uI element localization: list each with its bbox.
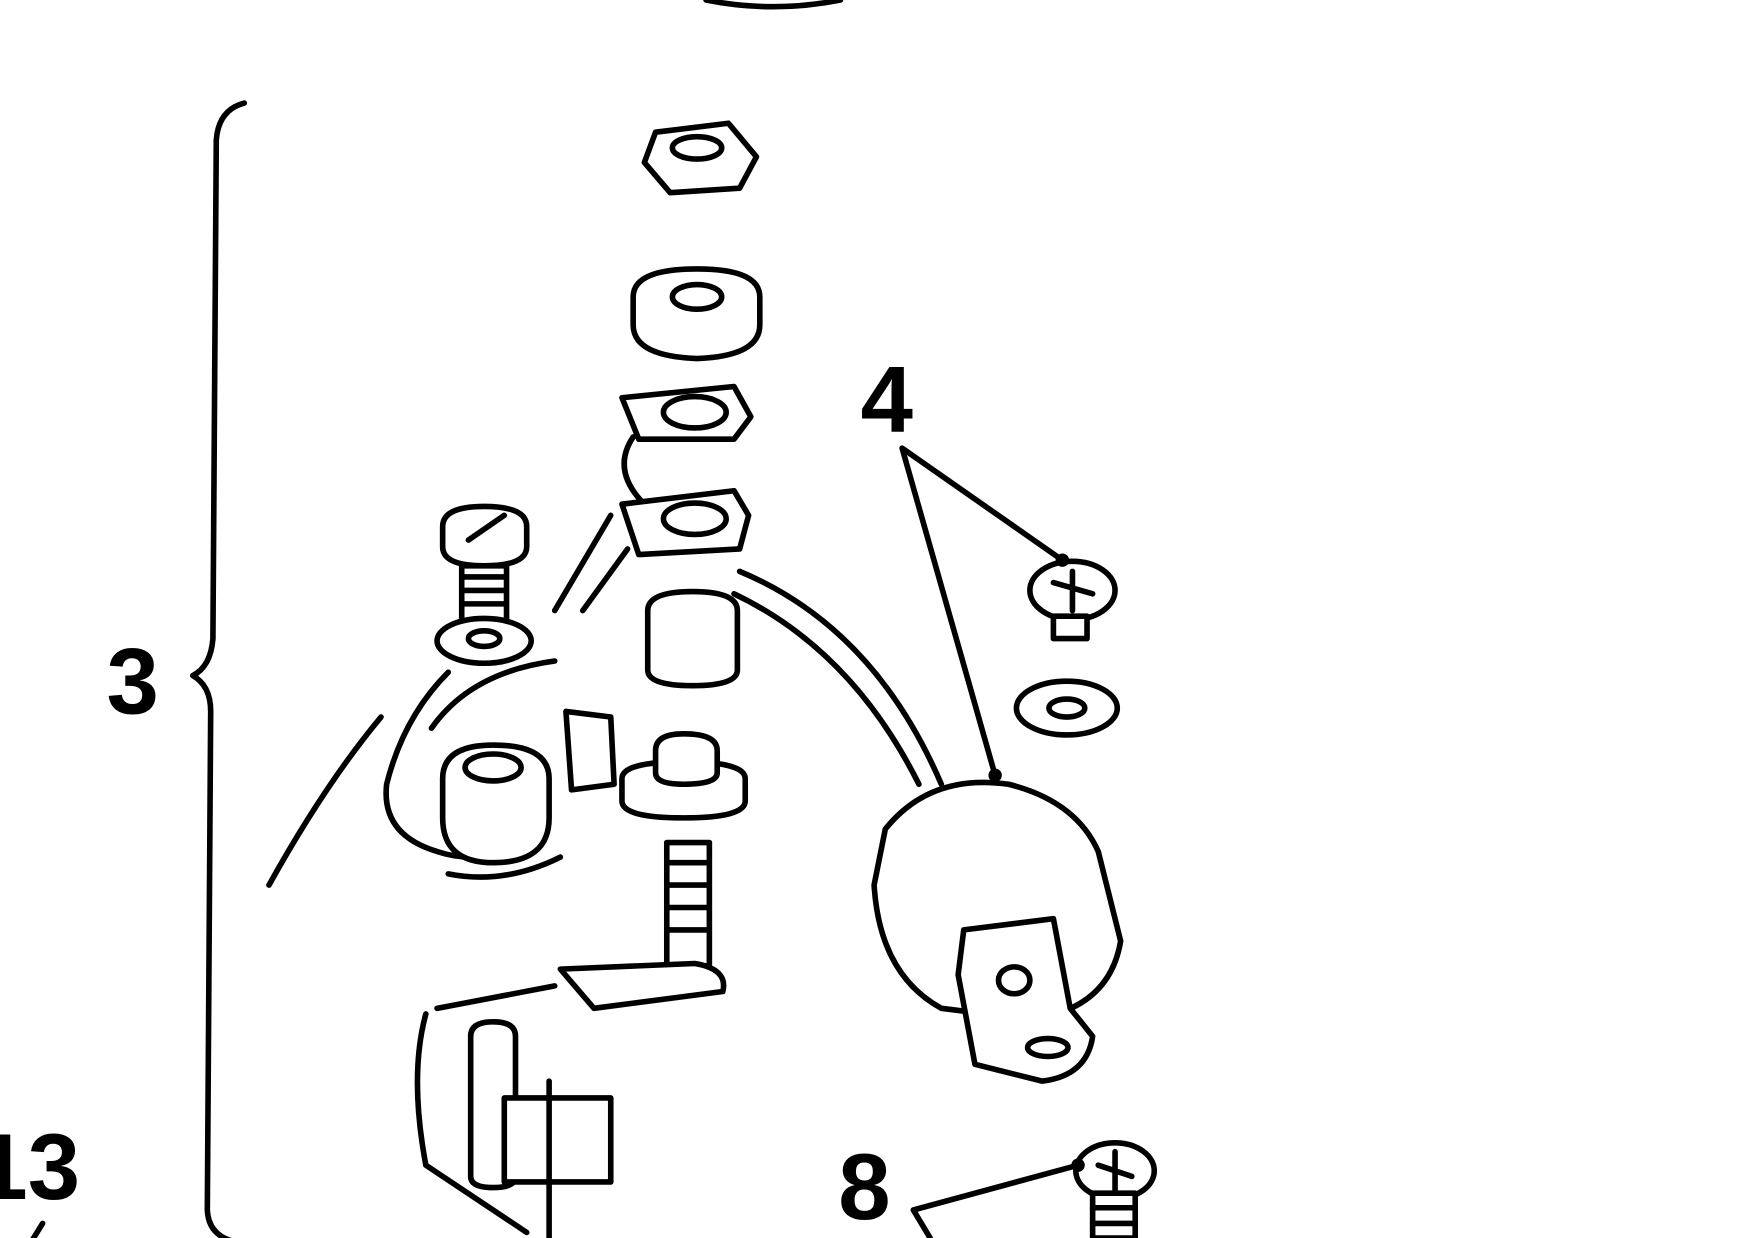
terminal-lug-lower	[551, 487, 752, 614]
spacer-sleeve	[644, 588, 741, 689]
leader-dot	[1055, 553, 1070, 567]
breaker-contact-arm	[266, 658, 617, 888]
screw-part-8	[1073, 1139, 1158, 1238]
condenser-washer	[1013, 678, 1121, 738]
part-3-bracket	[189, 100, 248, 1238]
top-part-edge	[703, 0, 844, 10]
label-part-13: 13	[0, 1114, 80, 1219]
label-part-4: 4	[861, 346, 913, 451]
insulating-bushing	[630, 266, 763, 362]
condenser-wire	[736, 568, 945, 788]
leader-dot	[988, 768, 1002, 783]
leader-line-13	[30, 1220, 46, 1238]
terminal-lug-upper	[619, 383, 754, 507]
condenser-wire-edge	[731, 590, 922, 788]
leader-line-4	[899, 445, 1066, 779]
leader-line-8	[910, 1162, 1081, 1238]
hex-nut	[641, 120, 760, 196]
stud-bracket	[414, 839, 727, 1238]
leader-dot	[1071, 1158, 1085, 1172]
condenser-screw	[1027, 558, 1118, 642]
condenser	[871, 779, 1124, 1084]
slotted-screw	[434, 503, 534, 667]
label-part-8: 8	[838, 1134, 890, 1238]
label-part-3: 3	[106, 629, 158, 734]
pivot-bushing	[619, 731, 749, 821]
